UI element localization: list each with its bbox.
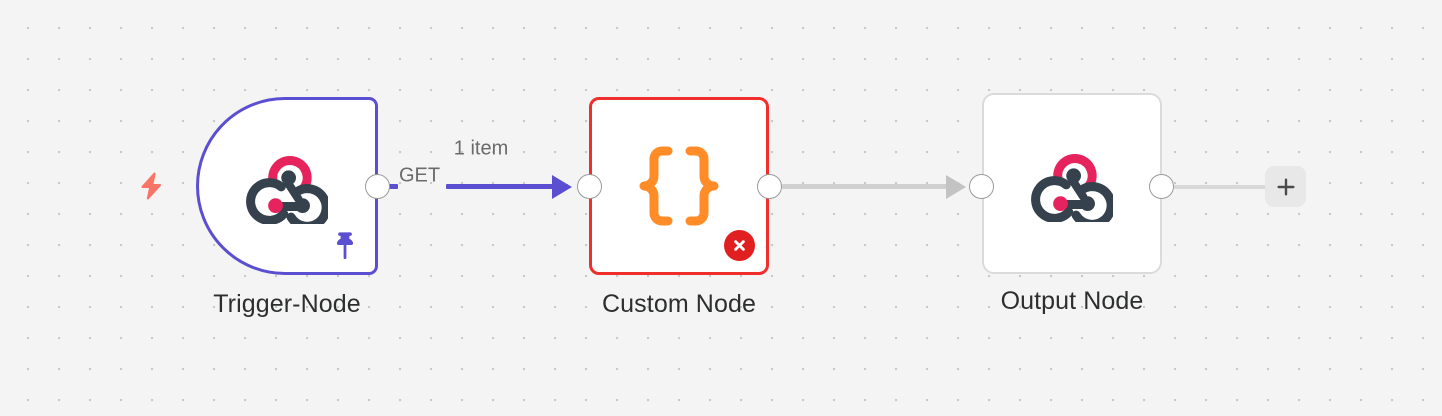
connection-item-count-label: 1 item <box>453 137 509 160</box>
endpoint-output-output[interactable] <box>1149 174 1174 199</box>
node-label-trigger: Trigger-Node <box>213 290 361 318</box>
connection-arrow-icon <box>552 175 572 199</box>
node-icon-container <box>199 100 375 272</box>
connection-trigger-to-custom[interactable] <box>446 184 568 189</box>
error-circle-x-icon[interactable] <box>724 230 755 261</box>
add-node-button[interactable] <box>1265 166 1306 207</box>
workflow-node-custom[interactable]: Custom Node <box>589 97 769 318</box>
node-icon-container <box>592 100 766 272</box>
endpoint-trigger-output[interactable] <box>365 174 390 199</box>
connection-custom-to-output[interactable] <box>782 184 959 189</box>
plus-icon <box>1276 177 1295 196</box>
webhook-icon <box>1031 153 1113 222</box>
connection-method-label: GET <box>399 164 441 187</box>
lightning-bolt-icon[interactable] <box>136 167 166 205</box>
webhook-icon <box>246 156 328 224</box>
connection-arrow-icon <box>946 175 966 199</box>
connection-output-to-add-button[interactable] <box>1174 185 1266 189</box>
workflow-node-output[interactable]: Output Node <box>982 93 1162 315</box>
endpoint-custom-input[interactable] <box>577 174 602 199</box>
connection-trigger-to-custom-stub <box>389 184 398 189</box>
endpoint-output-input[interactable] <box>969 174 994 199</box>
braces-icon <box>639 146 719 226</box>
node-icon-container <box>984 95 1160 272</box>
workflow-node-trigger[interactable]: Trigger-Node <box>196 97 378 318</box>
node-label-custom: Custom Node <box>602 290 756 318</box>
endpoint-custom-output[interactable] <box>757 174 782 199</box>
pin-icon[interactable] <box>331 231 359 261</box>
node-label-output: Output Node <box>1000 287 1144 315</box>
